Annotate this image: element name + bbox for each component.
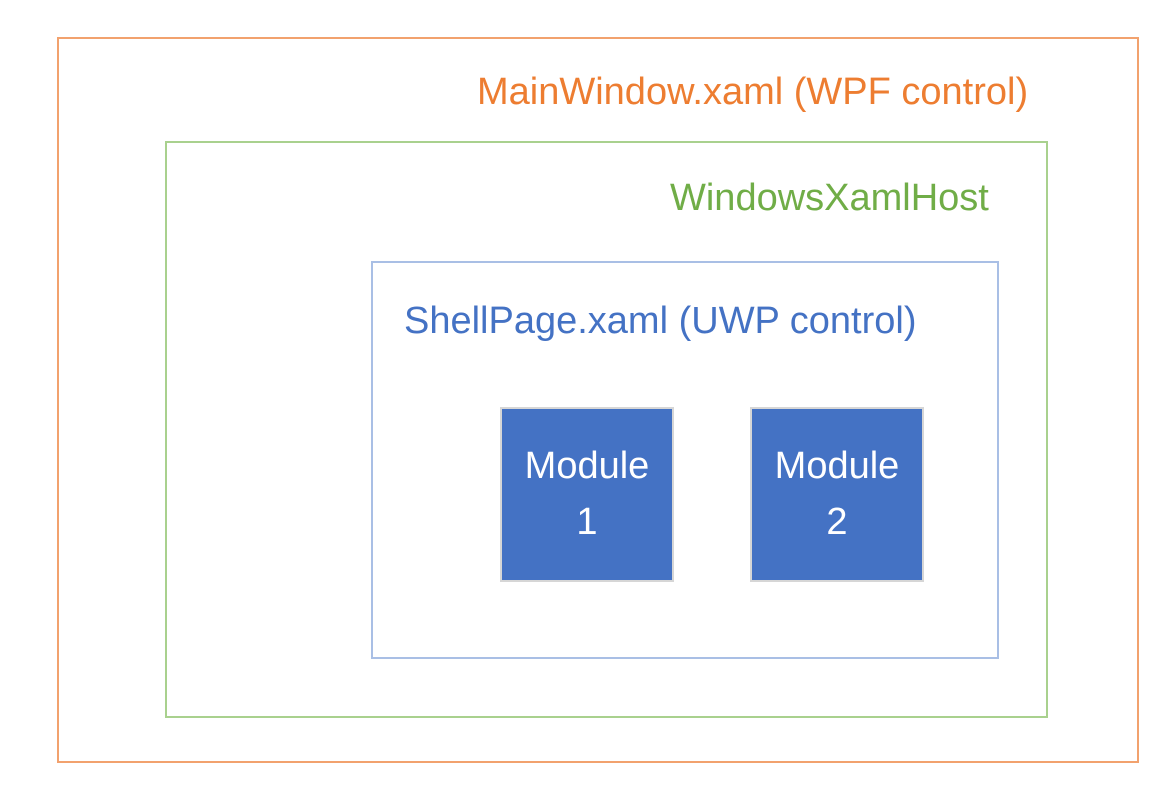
module-2-box: Module 2 <box>750 407 924 582</box>
shellpage-box <box>371 261 999 659</box>
windowsxamlhost-label: WindowsXamlHost <box>670 177 989 219</box>
shellpage-label: ShellPage.xaml (UWP control) <box>404 300 917 342</box>
windowsxamlhost-box <box>165 141 1048 718</box>
module-1-label-line2: 1 <box>576 500 598 543</box>
mainwindow-label: MainWindow.xaml (WPF control) <box>477 71 1029 113</box>
module-2-label-line1: Module <box>774 445 900 488</box>
module-1-box: Module 1 <box>500 407 674 582</box>
module-1-label-line1: Module <box>524 445 650 488</box>
mainwindow-box <box>57 37 1139 763</box>
module-2-label-line2: 2 <box>826 500 848 543</box>
